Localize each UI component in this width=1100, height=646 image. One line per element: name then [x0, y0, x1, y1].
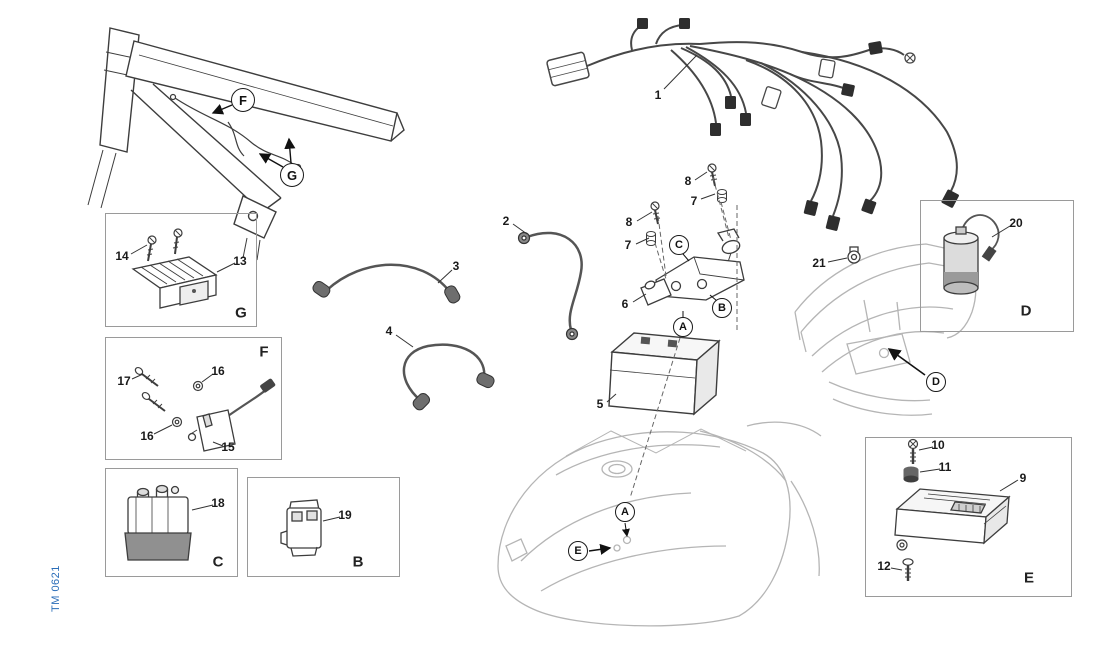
frame-drawing	[87, 27, 405, 261]
regulator-bolts-drawing	[146, 228, 183, 262]
part-label-8-lower: 8	[625, 215, 633, 229]
part-label-5: 5	[596, 397, 604, 411]
ecu-drawing	[894, 488, 1011, 545]
part-label-10: 10	[931, 438, 945, 452]
callout-D-rear: D	[926, 372, 946, 392]
detail-box-B	[247, 477, 400, 577]
part-label-18: 18	[211, 496, 225, 510]
part-label-20: 20	[1009, 216, 1023, 230]
callout-F-frame: F	[231, 88, 255, 112]
box-letter-E: E	[1023, 569, 1035, 587]
part-label-7-lower: 7	[624, 238, 632, 252]
box-letter-B: B	[352, 553, 364, 571]
callout-B-bracket: B	[712, 298, 732, 318]
leader-lines	[130, 54, 1019, 571]
coil-bolts-washers-drawing	[134, 366, 204, 428]
bracket-assembly-drawing	[640, 228, 745, 306]
part-label-11: 11	[938, 460, 952, 474]
ecu-fasteners-drawing	[896, 438, 919, 581]
callout-A-tank: A	[615, 502, 635, 522]
ignition-coil-drawing	[187, 378, 276, 452]
part-label-13: 13	[233, 254, 247, 268]
bolt-8a-drawing	[707, 163, 718, 187]
part-label-12: 12	[877, 559, 891, 573]
part-label-7-upper: 7	[690, 194, 698, 208]
part-label-1: 1	[654, 88, 662, 102]
connector-19-drawing	[280, 499, 322, 557]
callout-A-bracket: A	[673, 317, 693, 337]
detail-box-E	[865, 437, 1072, 597]
detail-box-D	[920, 200, 1074, 332]
figure-code: TM 0621	[50, 565, 62, 612]
callout-arrows	[211, 104, 926, 555]
detail-box-C	[105, 468, 238, 577]
part-21-drawing	[847, 246, 861, 264]
part-label-17: 17	[117, 374, 131, 388]
condenser-drawing	[943, 214, 1000, 295]
part-label-4: 4	[385, 324, 393, 338]
part-label-6: 6	[621, 297, 629, 311]
part-label-3: 3	[452, 259, 460, 273]
starter-relay-drawing	[124, 484, 192, 561]
callout-E-tank: E	[568, 541, 588, 561]
box-letter-D: D	[1020, 302, 1032, 320]
part-label-16-upper: 16	[211, 364, 225, 378]
cable-3-drawing	[312, 263, 461, 304]
part-label-19: 19	[338, 508, 352, 522]
detail-box-F	[105, 337, 282, 460]
regulator-drawing	[131, 256, 218, 309]
part-label-15: 15	[221, 440, 235, 454]
callout-C-bracket: C	[669, 235, 689, 255]
cable-4-drawing	[402, 343, 495, 411]
part-label-8-upper: 8	[684, 174, 692, 188]
box-letter-F: F	[259, 343, 269, 361]
part-label-16-lower: 16	[140, 429, 154, 443]
part-label-14: 14	[115, 249, 129, 263]
wiring-harness-drawing	[546, 18, 959, 231]
cable-2-drawing	[517, 231, 583, 341]
fuel-tank-ghost-drawing	[497, 421, 822, 627]
box-letter-G: G	[235, 304, 247, 322]
assembly-dashed-lines	[629, 176, 738, 499]
box-letter-C: C	[212, 553, 224, 571]
callout-G-frame: G	[280, 163, 304, 187]
harness-connectors-drawing	[637, 18, 959, 231]
bolt-8b-drawing	[650, 201, 661, 225]
detail-box-G	[105, 213, 257, 327]
part-label-2: 2	[502, 214, 510, 228]
part-label-21: 21	[812, 256, 826, 270]
part-label-9: 9	[1019, 471, 1027, 485]
battery-drawing	[608, 332, 721, 416]
